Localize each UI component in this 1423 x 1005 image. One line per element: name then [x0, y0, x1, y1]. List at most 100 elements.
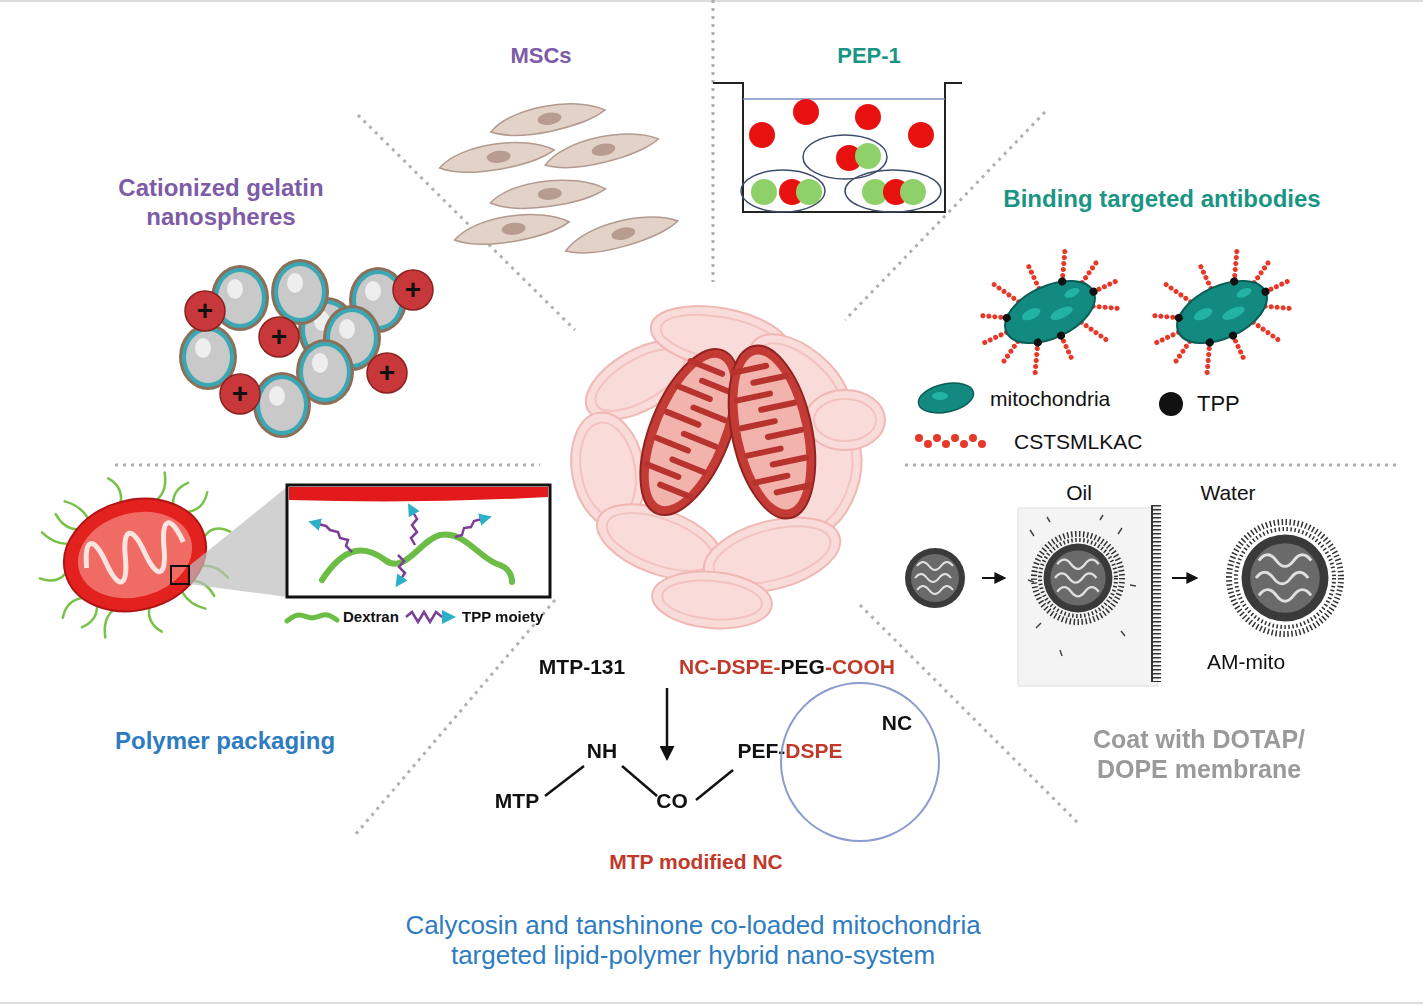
polymer-mitochondrion-part-part-part: [182, 587, 205, 613]
node-circle: [393, 270, 433, 310]
antibody-mitochondria-part: [1128, 228, 1317, 395]
legend-symbol: [404, 607, 460, 627]
antibody-mitochondria: [956, 228, 1317, 395]
label-text: PEF-DSPE: [737, 738, 842, 763]
label-segment: DSPE: [785, 739, 842, 762]
sector-dividers-part: [712, 0, 715, 282]
gelatin-spheres-part: [253, 372, 311, 438]
legend-label: TPP: [1197, 391, 1240, 417]
node-circle: [185, 291, 225, 331]
label-segment: PEG: [781, 655, 825, 678]
label-text: Oil: [1066, 480, 1092, 505]
membrane-coating-part: [1172, 577, 1196, 579]
gelatin-spheres-part: [271, 259, 329, 325]
charge-sign: +: [197, 297, 213, 325]
polymer-mitochondrion-part-part: [455, 519, 482, 537]
peptide-symbol: [978, 440, 986, 448]
reaction-scheme-part: [622, 766, 657, 796]
sector-dividers: [115, 0, 1400, 835]
center-mitochondria-part-part-part: [814, 399, 876, 441]
membrane-coating-part: [905, 548, 965, 608]
dextran-symbol: [287, 615, 337, 621]
pep1-well-part: [743, 98, 945, 100]
charge-circle: +: [366, 352, 408, 394]
membrane-coating-part: [1151, 505, 1153, 682]
membrane-coating-part-part: [1028, 515, 1136, 656]
pep1-well-part: [796, 179, 822, 205]
legend-symbol: [916, 381, 976, 415]
msc-cells-part: [542, 127, 661, 173]
pep1-well-part: [793, 99, 819, 125]
membrane-coating-part: [982, 577, 1004, 579]
moiety-symbol: [406, 612, 442, 622]
label-text: MTP: [495, 788, 539, 813]
polymer-mitochondrion-part: [322, 534, 512, 582]
pep1-well-part: [855, 104, 881, 130]
gelatin-spheres: [179, 259, 407, 438]
polymer-mitochondrion-part-part: [318, 524, 352, 552]
label-segment: PEF-: [737, 739, 785, 762]
peptide-symbol: [933, 434, 941, 442]
membrane-coating-part: [1044, 544, 1113, 613]
label-text: NH: [587, 738, 617, 763]
polymer-mitochondrion-part: [318, 512, 482, 579]
membrane-coating-part: [1229, 522, 1341, 634]
pep1-well-part: [855, 143, 881, 169]
label-text: Binding targeted antibodies: [1003, 184, 1320, 213]
reaction-scheme-part: [545, 766, 584, 796]
label-text: AM-mito: [1207, 649, 1285, 674]
center-mitochondria-part: [562, 296, 885, 633]
nanocarrier-circle: NC: [780, 682, 940, 842]
membrane-coating-part: [1034, 534, 1122, 622]
charge-circle: +: [219, 373, 261, 415]
polymer-mitochondrion-part-part-part: [151, 473, 171, 500]
msc-cells-part: [453, 210, 571, 248]
reaction-scheme: [545, 688, 733, 800]
center-mitochondria-part: [715, 338, 830, 527]
label-text: Cationized gelatin nanospheres: [101, 173, 341, 231]
polymer-mitochondrion-part-part: [81, 520, 189, 589]
label-text: PEP-1: [837, 43, 901, 69]
charge-circle: +: [392, 269, 434, 311]
legend-label: Dextran: [343, 608, 399, 625]
membrane-coating-part: [1040, 540, 1116, 616]
polymer-mitochondrion: [19, 451, 550, 658]
pep1-well-part: [900, 179, 926, 205]
antibody-mitochondria-part: [956, 228, 1145, 395]
polymer-mitochondrion-part-part-part: [99, 611, 119, 638]
polymer-mitochondrion-part-part-part: [40, 572, 67, 584]
center-mitochondria-part-part-part: [661, 577, 764, 624]
polymer-mitochondrion-part-part: [398, 555, 405, 579]
node-circle: [367, 353, 407, 393]
membrane-coating: [905, 505, 1341, 686]
msc-cells-part: [489, 177, 607, 211]
peptide-symbol: [915, 434, 923, 442]
pep1-well-part: [751, 179, 777, 205]
legend-label: CSTSMLKAC: [1014, 430, 1142, 454]
msc-cells-part: [488, 98, 607, 140]
polymer-mitochondrion-part-part-part: [59, 598, 86, 618]
label-text: MSCs: [510, 43, 571, 69]
reaction-scheme-part: [666, 688, 669, 758]
label-text: NC-DSPE-PEG-COOH: [679, 654, 895, 679]
node-circle: [259, 317, 299, 357]
label-text: Coat with DOTAP/ DOPE membrane: [1074, 724, 1324, 784]
msc-cells: [438, 98, 681, 259]
charge-sign: +: [271, 323, 287, 351]
label-text: MTP-131: [539, 654, 625, 679]
polymer-mitochondrion-part: [287, 485, 550, 597]
label-segment: -COOH: [825, 655, 895, 678]
membrane-coating-part: [1242, 535, 1329, 622]
pep1-well-part: [749, 122, 775, 148]
node-circle: [220, 374, 260, 414]
peptide-symbol: [951, 434, 959, 442]
polymer-mitochondrion-part-part-part: [42, 527, 68, 550]
node-outline: [780, 682, 940, 842]
legend-symbol: [913, 433, 987, 449]
polymer-mitochondrion-part: [171, 566, 189, 584]
pep1-well-part: [908, 122, 934, 148]
polymer-mitochondrion-part-part-part: [184, 492, 211, 512]
peptide-symbol: [942, 440, 950, 448]
charge-sign: +: [379, 359, 395, 387]
